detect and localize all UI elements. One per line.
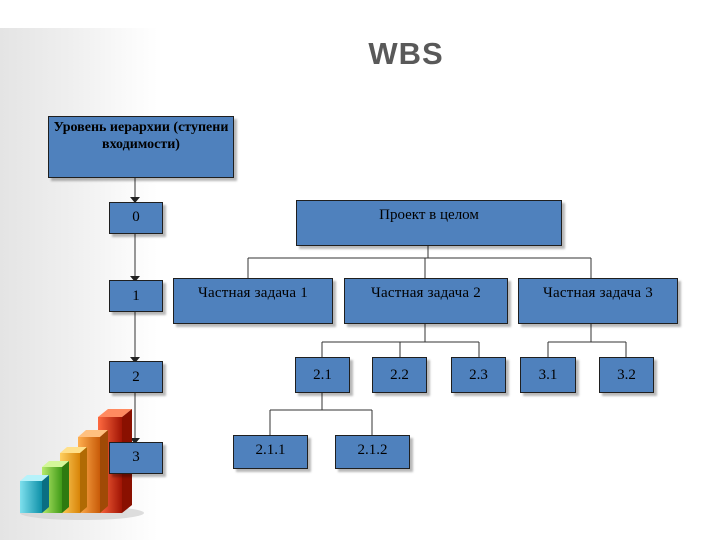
subtask-node-2-2: 2.2 bbox=[372, 357, 427, 393]
level-label: 0 bbox=[132, 209, 140, 225]
subtask-node-label: 3.1 bbox=[538, 366, 558, 383]
root-node-box: Проект в целом bbox=[296, 200, 562, 246]
subtask-node-3-2: 3.2 bbox=[599, 357, 654, 393]
level-label: 1 bbox=[132, 287, 140, 304]
hierarchy-header-box: Уровень иерархии (ступени входимости) bbox=[48, 116, 234, 178]
level-box-1: 1 bbox=[109, 280, 163, 312]
level-label: 3 bbox=[132, 449, 140, 465]
task-node-label: Частная задача 1 bbox=[198, 285, 308, 301]
task-node-3: Частная задача 3 bbox=[518, 278, 678, 324]
arrowhead-icon bbox=[130, 357, 140, 363]
arrowhead-icon bbox=[130, 197, 140, 203]
subtask-node-label: 2.2 bbox=[390, 366, 409, 383]
work-package-label: 2.1.1 bbox=[255, 442, 286, 458]
task-node-label: Частная задача 3 bbox=[543, 285, 653, 301]
arrowhead-icon bbox=[130, 438, 140, 444]
task-node-label: Частная задача 2 bbox=[371, 285, 481, 301]
subtask-node-2-1: 2.1 bbox=[295, 357, 350, 393]
work-package-2-1-1: 2.1.1 bbox=[233, 435, 308, 469]
level-box-3: 3 bbox=[109, 442, 163, 474]
slide-title: WBS bbox=[368, 36, 444, 71]
subtask-node-label: 2.3 bbox=[469, 366, 488, 383]
level-box-0: 0 bbox=[109, 202, 163, 234]
subtask-node-2-3: 2.3 bbox=[451, 357, 506, 393]
task-node-2: Частная задача 2 bbox=[344, 278, 508, 324]
work-package-2-1-2: 2.1.2 bbox=[335, 435, 410, 469]
level-label: 2 bbox=[132, 368, 140, 385]
hierarchy-header-label: Уровень иерархии (ступени входимости) bbox=[53, 120, 229, 152]
work-package-label: 2.1.2 bbox=[357, 442, 388, 458]
arrowhead-icon bbox=[130, 276, 140, 282]
subtask-node-label: 3.2 bbox=[617, 366, 636, 383]
level-box-2: 2 bbox=[109, 361, 163, 393]
root-node-label: Проект в целом bbox=[379, 207, 479, 223]
subtask-node-3-1: 3.1 bbox=[520, 357, 576, 393]
subtask-node-label: 2.1 bbox=[313, 366, 332, 383]
task-node-1: Частная задача 1 bbox=[173, 278, 333, 324]
